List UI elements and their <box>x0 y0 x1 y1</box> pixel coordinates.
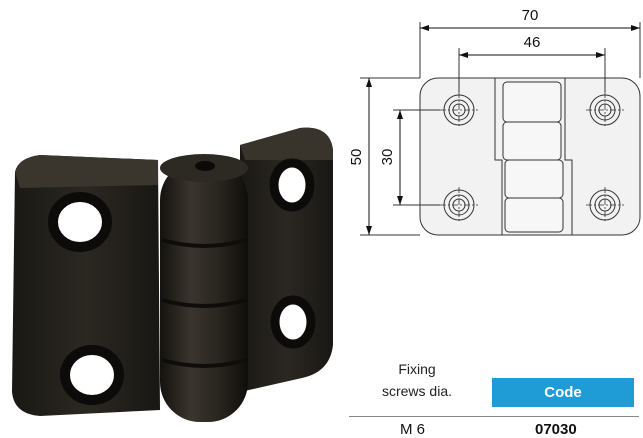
fixing-screws-header: Fixing screws dia. <box>352 358 482 402</box>
hinge-product-photo <box>12 127 333 422</box>
code-column-header: Code <box>492 378 634 407</box>
table-divider <box>349 416 639 417</box>
drawing-knuckle-outline <box>494 78 573 235</box>
dim-label-30: 30 <box>379 149 396 166</box>
dim-label-50: 50 <box>348 149 365 166</box>
table-row-code: 07030 <box>535 421 577 438</box>
dim-label-70: 70 <box>522 7 539 24</box>
right-leaf-lower-hole <box>270 295 316 349</box>
fixing-screws-header-line2: screws dia. <box>381 383 453 399</box>
fixing-screws-header-line1: Fixing <box>398 361 436 377</box>
table-row-screw-dia: M 6 <box>400 421 426 438</box>
dim-label-46: 46 <box>524 34 541 51</box>
hinge-knuckle <box>160 160 248 422</box>
knuckle-pin-hole <box>195 161 215 171</box>
left-leaf-lower-hole <box>60 345 124 405</box>
left-leaf-upper-hole <box>48 192 112 252</box>
right-leaf-upper-hole <box>269 158 315 212</box>
